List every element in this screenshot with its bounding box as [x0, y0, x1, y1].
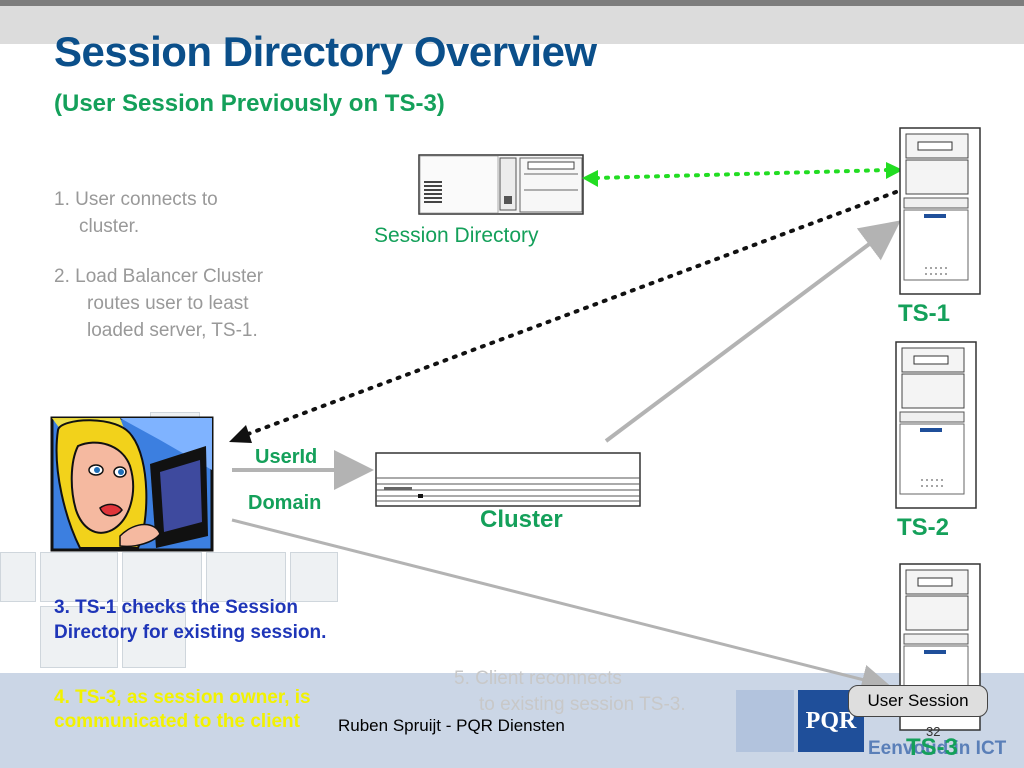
step-5: 5. Client reconnects to existing session… [454, 666, 686, 718]
background-tile [40, 552, 118, 602]
cluster-server-icon [375, 452, 641, 507]
step-3-line-2: Directory for existing session. [54, 622, 327, 643]
background-tile [206, 552, 286, 602]
background-tile [0, 552, 36, 602]
background-tile [122, 606, 186, 668]
slide-title: Session Directory Overview [54, 28, 597, 75]
ts1-server-icon [899, 127, 981, 295]
step-2-line-1: 2. Load Balancer Cluster [54, 266, 264, 287]
step-5-line-2: to existing session TS-3. [479, 694, 686, 715]
userid-label: UserId [255, 446, 318, 468]
cluster-to-ts1-arrow [604, 220, 901, 443]
ts3-label: TS-3 [906, 734, 959, 761]
slide-subtitle: (User Session Previously on TS-3) [54, 90, 445, 117]
background-tile [290, 552, 338, 602]
brand-tagline: Eenvoud in ICT [868, 738, 1007, 759]
step-5-line-1: 5. Client reconnects [454, 668, 622, 689]
step-4-line-1: 4. TS-3, as session owner, is [54, 687, 311, 708]
brand-tile [736, 690, 794, 752]
user-session-badge: User Session [848, 685, 988, 717]
footer-presenter: Ruben Spruijt - PQR Diensten [338, 716, 565, 735]
step-4-line-2: communicated to the client [54, 711, 300, 732]
step-3-line-1: 3. TS-1 checks the Session [54, 597, 298, 618]
ts2-label: TS-2 [897, 514, 950, 541]
ts1-label: TS-1 [898, 300, 951, 327]
background-tile [40, 606, 118, 668]
step-2-line-3: loaded server, TS-1. [87, 320, 258, 341]
domain-label: Domain [248, 492, 322, 514]
user-illustration [50, 416, 214, 552]
top-bar [0, 0, 1024, 6]
step-2-line-2: routes user to least [87, 293, 249, 314]
user-to-ts3-arrow [231, 518, 892, 695]
step-2: 2. Load Balancer Cluster routes user to … [54, 263, 263, 344]
step-1-line-1: 1. User connects to [54, 189, 218, 210]
cluster-label: Cluster [480, 506, 563, 533]
redirect-dotted-arrow [229, 190, 898, 443]
step-1: 1. User connects to cluster. [54, 186, 218, 240]
background-tile [122, 552, 202, 602]
session-directory-server-icon [418, 154, 584, 215]
page-number: 32 [926, 724, 941, 739]
step-3: 3. TS-1 checks the Session Directory for… [54, 595, 326, 645]
step-1-line-2: cluster. [79, 216, 140, 237]
top-band [0, 6, 1024, 44]
step-4: 4. TS-3, as session owner, is communicat… [54, 686, 311, 734]
ts2-server-icon [895, 341, 977, 509]
session-directory-link [582, 162, 903, 187]
session-directory-label: Session Directory [374, 224, 539, 247]
